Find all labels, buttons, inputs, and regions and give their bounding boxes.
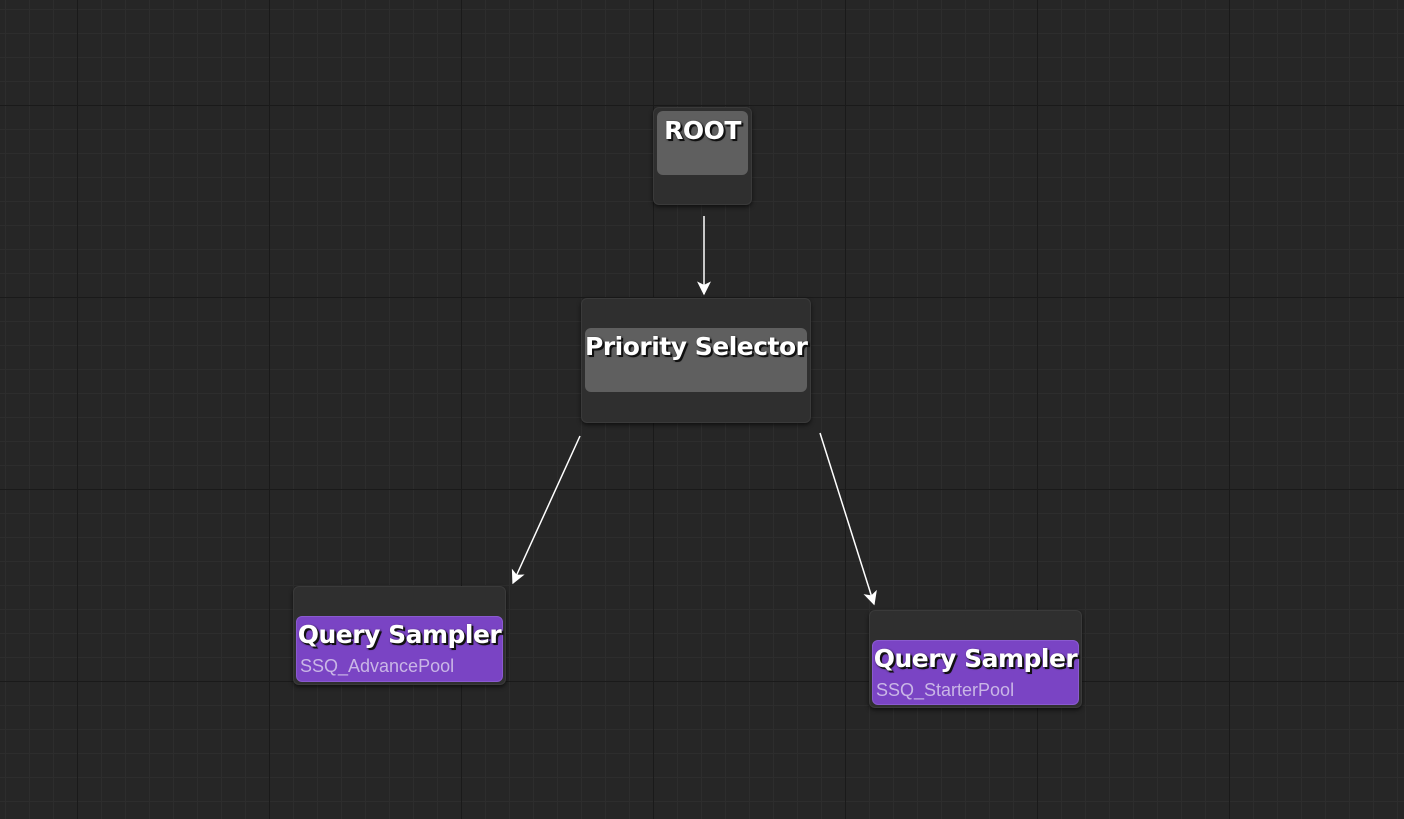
query-sampler-starter-node-body: Query Sampler SSQ_StarterPool bbox=[872, 640, 1079, 705]
query-sampler-advance-node-body: Query Sampler SSQ_AdvancePool bbox=[296, 616, 503, 682]
priority-selector-node[interactable]: Priority Selector bbox=[581, 298, 811, 423]
query-sampler-starter-node[interactable]: Query Sampler SSQ_StarterPool bbox=[869, 610, 1082, 708]
root-node-body: ROOT bbox=[657, 111, 748, 175]
priority-selector-node-title: Priority Selector bbox=[585, 332, 808, 361]
query-sampler-starter-node-asset: SSQ_StarterPool bbox=[876, 680, 1015, 700]
priority-selector-node-body: Priority Selector bbox=[585, 328, 808, 392]
edge-priority-selector-to-advance-sampler bbox=[511, 435, 581, 585]
root-node[interactable]: ROOT bbox=[653, 107, 752, 205]
edge-priority-selector-to-starter-sampler bbox=[819, 432, 877, 606]
query-sampler-advance-node-title: Query Sampler bbox=[297, 620, 502, 649]
query-sampler-advance-node[interactable]: Query Sampler SSQ_AdvancePool bbox=[293, 586, 506, 685]
root-node-title: ROOT bbox=[664, 116, 741, 145]
query-sampler-advance-node-asset: SSQ_AdvancePool bbox=[300, 656, 455, 676]
query-sampler-starter-node-title: Query Sampler bbox=[873, 644, 1078, 673]
